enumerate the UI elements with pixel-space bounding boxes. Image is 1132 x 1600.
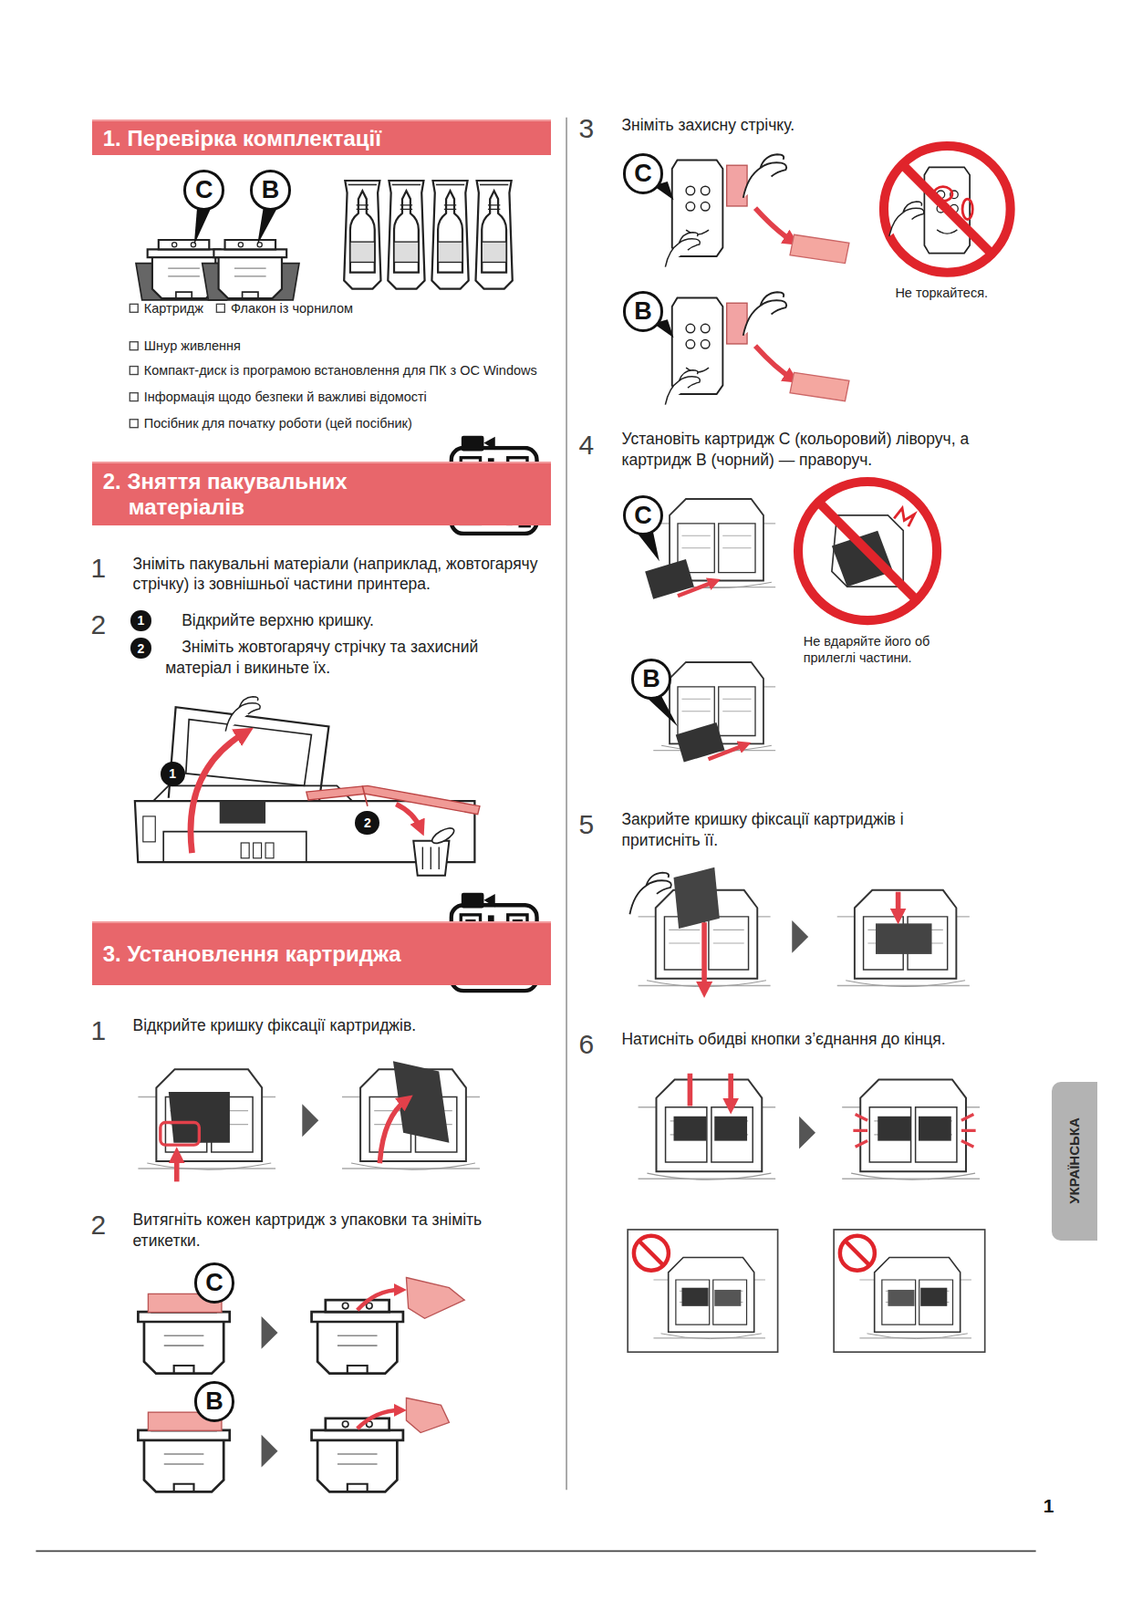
no-hit-sign <box>798 481 937 621</box>
callout-letter: C <box>183 169 225 211</box>
step-number: 2 <box>91 1206 107 1243</box>
callout-letter: B <box>249 169 291 211</box>
node-text: C <box>633 503 653 529</box>
node-text: 2 <box>137 642 146 655</box>
tape-removal-figure <box>653 154 850 405</box>
step-text: Відкрийте кришку фіксації картриджів. <box>132 1015 416 1037</box>
cartridge-pack-figure <box>135 207 300 301</box>
node-text: B <box>642 666 661 692</box>
cartridge-insert-figure <box>636 498 776 763</box>
checklist-item: Інформація щодо безпеки й важливі відомо… <box>144 388 427 406</box>
checklist-item: Картридж <box>144 300 204 318</box>
node-text: 2 <box>363 816 372 830</box>
node-text: УКРАЇНСЬКА <box>1066 1118 1082 1205</box>
step-text: Установіть картридж C (кольоровий) лівор… <box>621 428 1030 471</box>
node-text: 1. Перевірка комплектації <box>103 125 382 152</box>
node-text: 3. Установлення картриджа <box>103 941 402 967</box>
step-number: 5 <box>578 806 594 842</box>
warning-note: Не вдаряйте його об прилеглі частини. <box>803 633 967 666</box>
callout-number: 2 <box>130 637 151 658</box>
checklist-item: Флакон із чорнилом <box>230 300 354 318</box>
language-tab: УКРАЇНСЬКА <box>1051 1081 1098 1240</box>
step-number: 1 <box>91 1012 107 1049</box>
joint-button-figure <box>637 1073 980 1180</box>
section-band: 2. Зняття пакувальних матеріалів <box>92 461 552 526</box>
callout-letter: B <box>623 290 665 333</box>
section-band: 1. Перевірка комплектації <box>92 119 552 156</box>
step-number: 2 <box>91 606 107 643</box>
step-number: 6 <box>578 1026 594 1062</box>
step-text: Витягніть кожен картридж з упаковки та з… <box>132 1209 551 1252</box>
step-number: 1 <box>91 550 107 586</box>
step-number: 4 <box>578 426 594 463</box>
step-text: Відкрийте верхню кришку. <box>181 610 374 632</box>
node-text: 1 <box>168 767 177 780</box>
node-text: B <box>633 299 653 324</box>
step-text: Зніміть захисну стрічку. <box>621 114 795 136</box>
warning-note: Не торкайтеся. <box>894 284 988 302</box>
step-text: Натисніть обидві кнопки з’єднання до кін… <box>621 1028 946 1050</box>
callout-letter: C <box>623 153 665 195</box>
column-divider <box>565 117 568 1491</box>
printer-figure <box>135 696 480 876</box>
node-text: C <box>633 161 653 187</box>
callout-letter: C <box>194 1262 236 1304</box>
ink-bottle-figure <box>343 180 513 290</box>
wrong-example-figure <box>627 1229 986 1352</box>
node-text: C <box>205 1270 224 1296</box>
no-touch-sign <box>883 145 1011 273</box>
node-text: C <box>195 177 214 203</box>
node-text: B <box>205 1389 224 1414</box>
checklist-item: Посібник для початку роботи (цей посібни… <box>144 415 413 433</box>
callout-letter: B <box>631 658 673 700</box>
cover-close-figure <box>629 867 970 990</box>
node-text: B <box>261 177 281 203</box>
section-band: 3. Установлення картриджа <box>92 921 552 985</box>
callout-letter: B <box>194 1381 236 1423</box>
checklist-item: Шнур живлення <box>144 337 241 355</box>
checklist-item: Компакт-диск із програмою встановлення д… <box>144 362 538 380</box>
node-text: 2. Зняття пакувальних матеріалів <box>128 468 466 520</box>
label-removal-figure <box>137 1277 465 1493</box>
callout-number: 1 <box>160 761 186 787</box>
node-text: 1 <box>137 613 146 627</box>
step-text: Зніміть жовтогарячу стрічку та захисний … <box>165 636 549 679</box>
step-number: 3 <box>578 110 594 146</box>
step-text: Зніміть пакувальні матеріали (наприклад,… <box>132 553 561 596</box>
page-number: 1 <box>1043 1493 1055 1518</box>
callout-letter: C <box>623 495 665 537</box>
callout-number: 1 <box>130 610 151 631</box>
callout-number: 2 <box>354 810 380 836</box>
bottom-rule <box>35 1549 1036 1552</box>
step-text: Закрийте кришку фіксації картриджів і пр… <box>621 809 958 852</box>
cover-open-figure <box>137 1060 480 1182</box>
